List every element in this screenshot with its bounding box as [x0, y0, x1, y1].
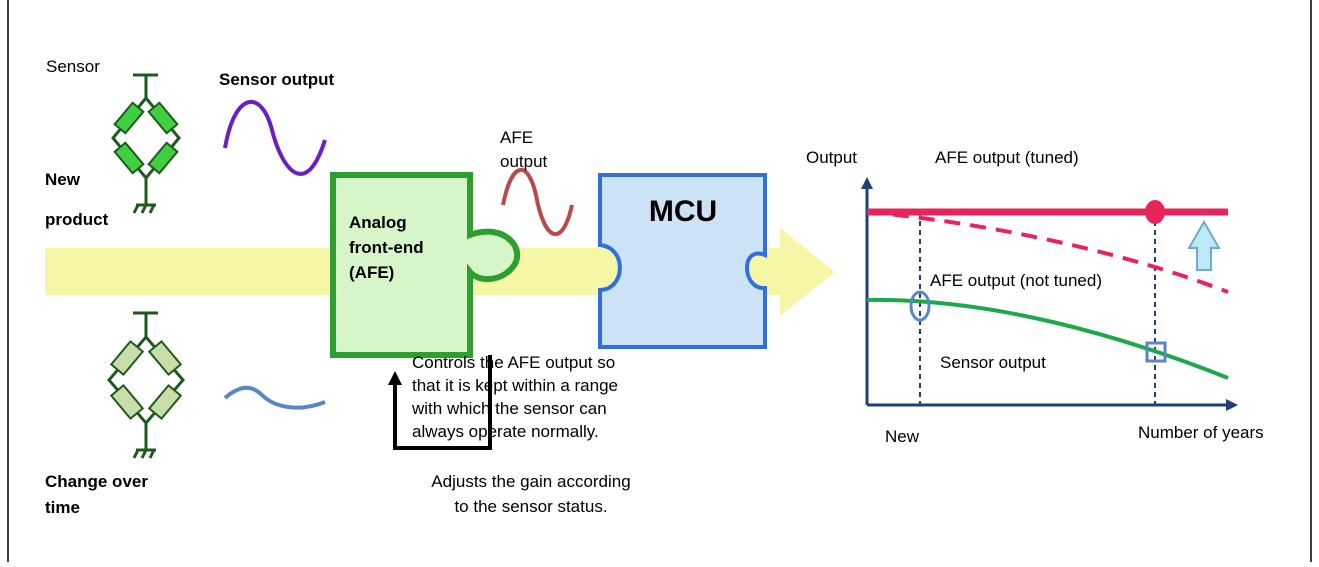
new-product-label-line1: New — [45, 170, 81, 189]
sensor-resistors-new — [113, 101, 179, 175]
afe-output-label-line2: output — [500, 152, 548, 171]
mcu-label: MCU — [649, 195, 717, 228]
sensor-output-wave — [223, 100, 327, 176]
graph-tuned-label: AFE output (tuned) — [935, 148, 1079, 167]
controls-note-line1: Controls the AFE output so — [412, 353, 615, 372]
tuned-marker — [1145, 200, 1165, 224]
aged-marker — [1145, 341, 1167, 363]
sensor-bridge-aged — [107, 311, 185, 459]
adjusts-note-line2: to the sensor status. — [454, 497, 607, 516]
mcu-block — [598, 173, 767, 349]
change-over-time-line2: time — [45, 498, 80, 517]
feedback-arrow — [388, 355, 492, 450]
adjusts-note-line1: Adjusts the gain according — [431, 472, 630, 491]
graph-sensor-label: Sensor output — [940, 353, 1046, 372]
afe-block-label-line1: Analog — [349, 213, 407, 232]
afe-block-label-line3: (AFE) — [349, 263, 394, 282]
graph-x-start-label: New — [885, 427, 920, 446]
new-marker — [909, 290, 931, 322]
controls-note-line3: with which the sensor can — [411, 399, 607, 418]
afe-block — [330, 172, 521, 358]
sensor-resistors-aged — [109, 339, 183, 421]
afe-block-label-line2: front-end — [349, 238, 424, 257]
graph-x-label: Number of years — [1138, 423, 1264, 442]
new-product-label-line2: product — [45, 210, 109, 229]
graph-y-label: Output — [806, 148, 857, 167]
sensor-output-label: Sensor output — [219, 70, 335, 89]
afe-output-wave — [501, 168, 574, 237]
sensor-output-curve — [866, 297, 1229, 380]
graph — [861, 177, 1238, 411]
afe-not-tuned-curve — [866, 210, 1229, 294]
sensor-label: Sensor — [46, 57, 100, 76]
controls-note-line2: that it is kept within a range — [412, 376, 618, 395]
controls-note-line4: always operate normally. — [412, 422, 599, 441]
afe-output-label-line1: AFE — [500, 128, 533, 147]
aged-sensor-wave — [223, 385, 326, 410]
gain-up-arrow — [1187, 219, 1221, 271]
change-over-time-line1: Change over — [45, 472, 148, 491]
graph-not-tuned-label: AFE output (not tuned) — [930, 271, 1102, 290]
